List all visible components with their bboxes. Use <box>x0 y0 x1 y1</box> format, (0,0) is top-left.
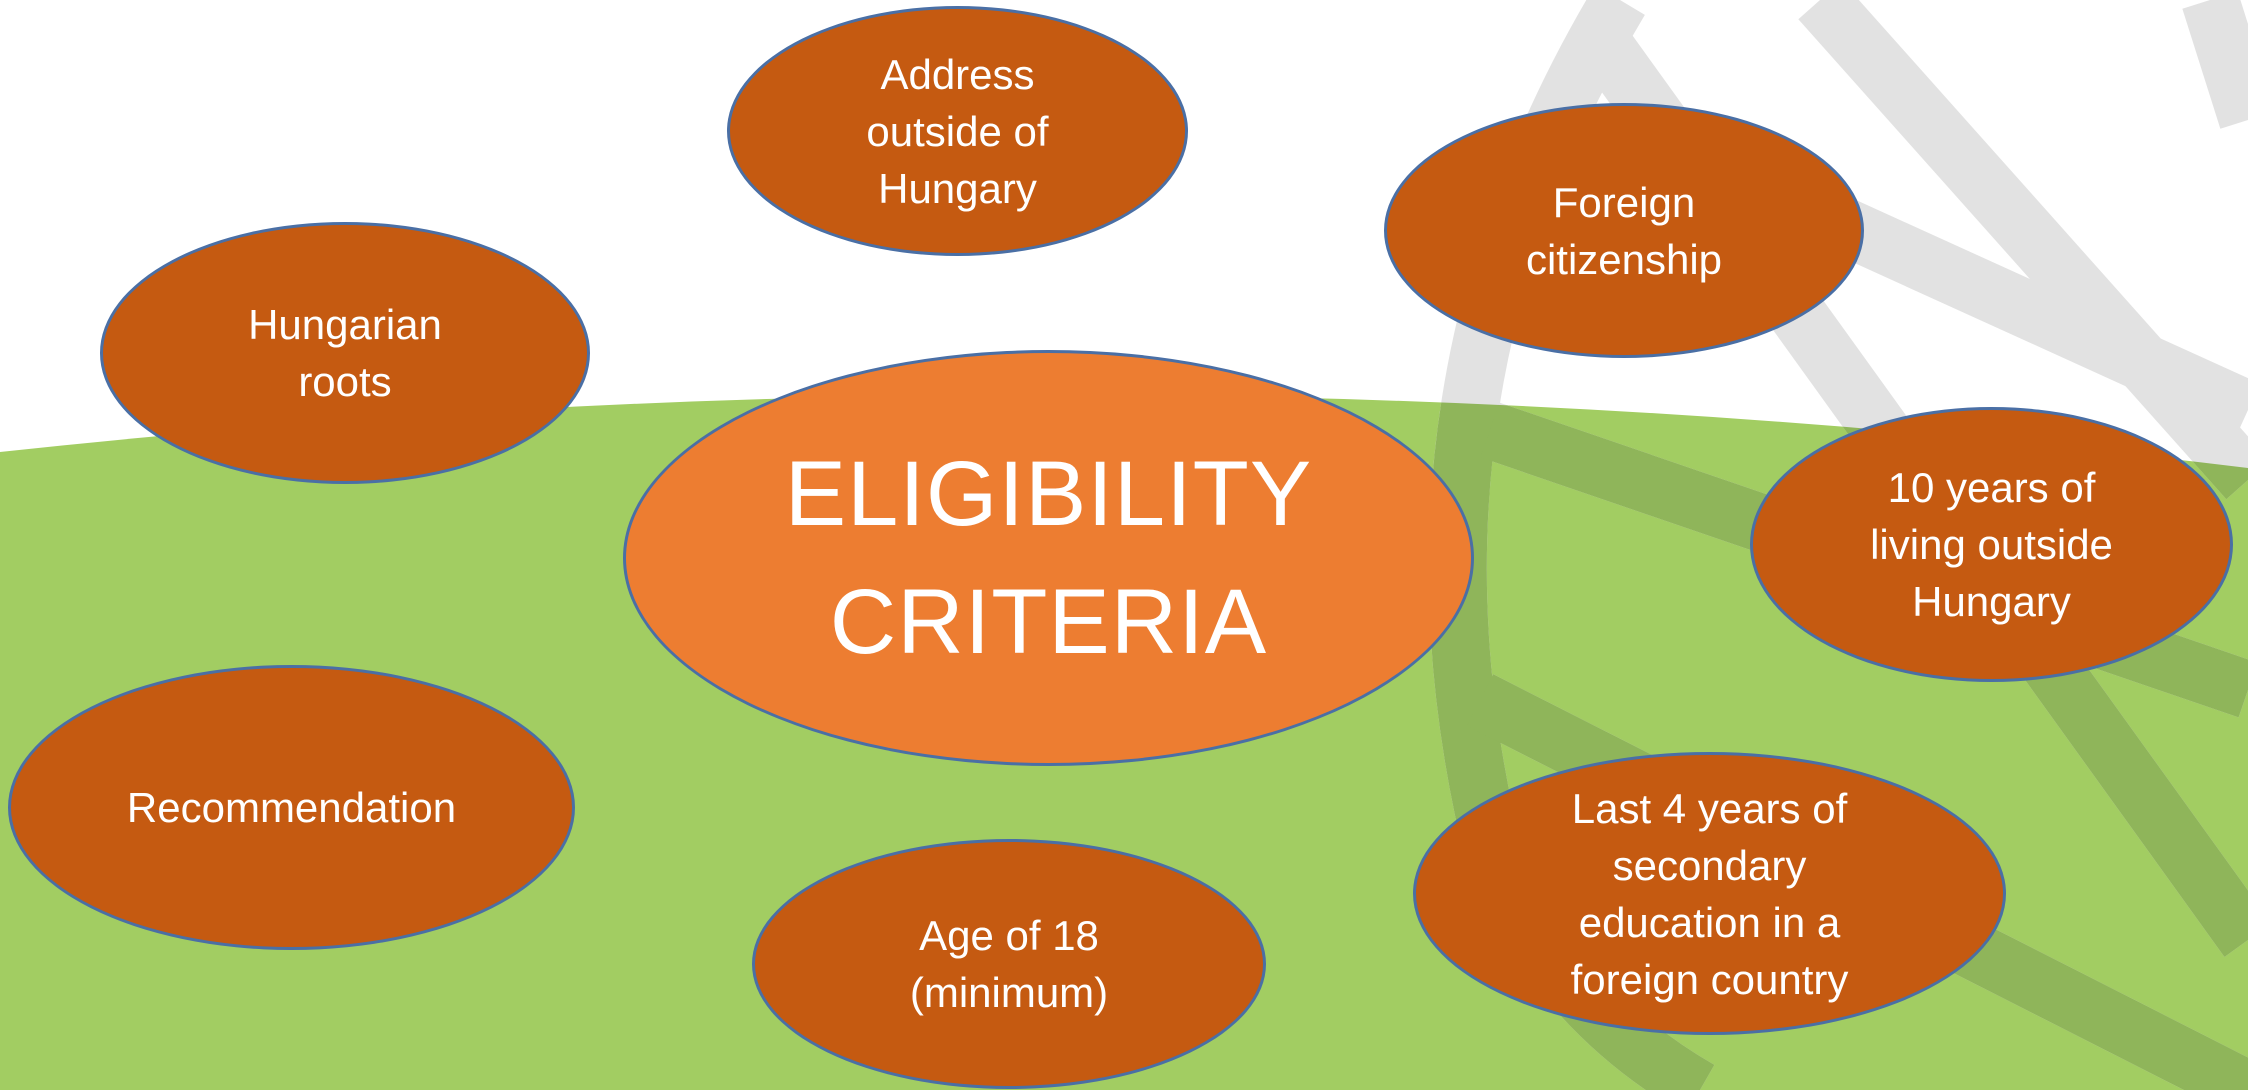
criterion-label: Hungarian roots <box>248 301 442 405</box>
criterion-label: Last 4 years of secondary education in a… <box>1570 784 1849 1003</box>
criterion-age-minimum: Age of 18 (minimum) <box>752 839 1266 1089</box>
criterion-label: Recommendation <box>126 784 457 831</box>
criterion-secondary-education-abroad: Last 4 years of secondary education in a… <box>1413 752 2006 1035</box>
criterion-label: Age of 18 (minimum) <box>909 912 1109 1016</box>
criterion-recommendation: Recommendation <box>8 665 575 950</box>
criterion-foreign-citizenship: Foreign citizenship <box>1384 103 1864 358</box>
criterion-label: Foreign citizenship <box>1525 178 1723 283</box>
criterion-address-outside-hungary: Address outside of Hungary <box>727 6 1188 256</box>
eligibility-criteria-hub: ELIGIBILITY CRITERIA <box>623 350 1474 766</box>
criterion-label: 10 years of living outside Hungary <box>1870 464 2113 625</box>
criterion-label: Address outside of Hungary <box>866 50 1049 212</box>
hub-label: ELIGIBILITY CRITERIA <box>784 443 1313 673</box>
criterion-ten-years-outside: 10 years of living outside Hungary <box>1750 407 2233 682</box>
criterion-hungarian-roots: Hungarian roots <box>100 222 590 484</box>
